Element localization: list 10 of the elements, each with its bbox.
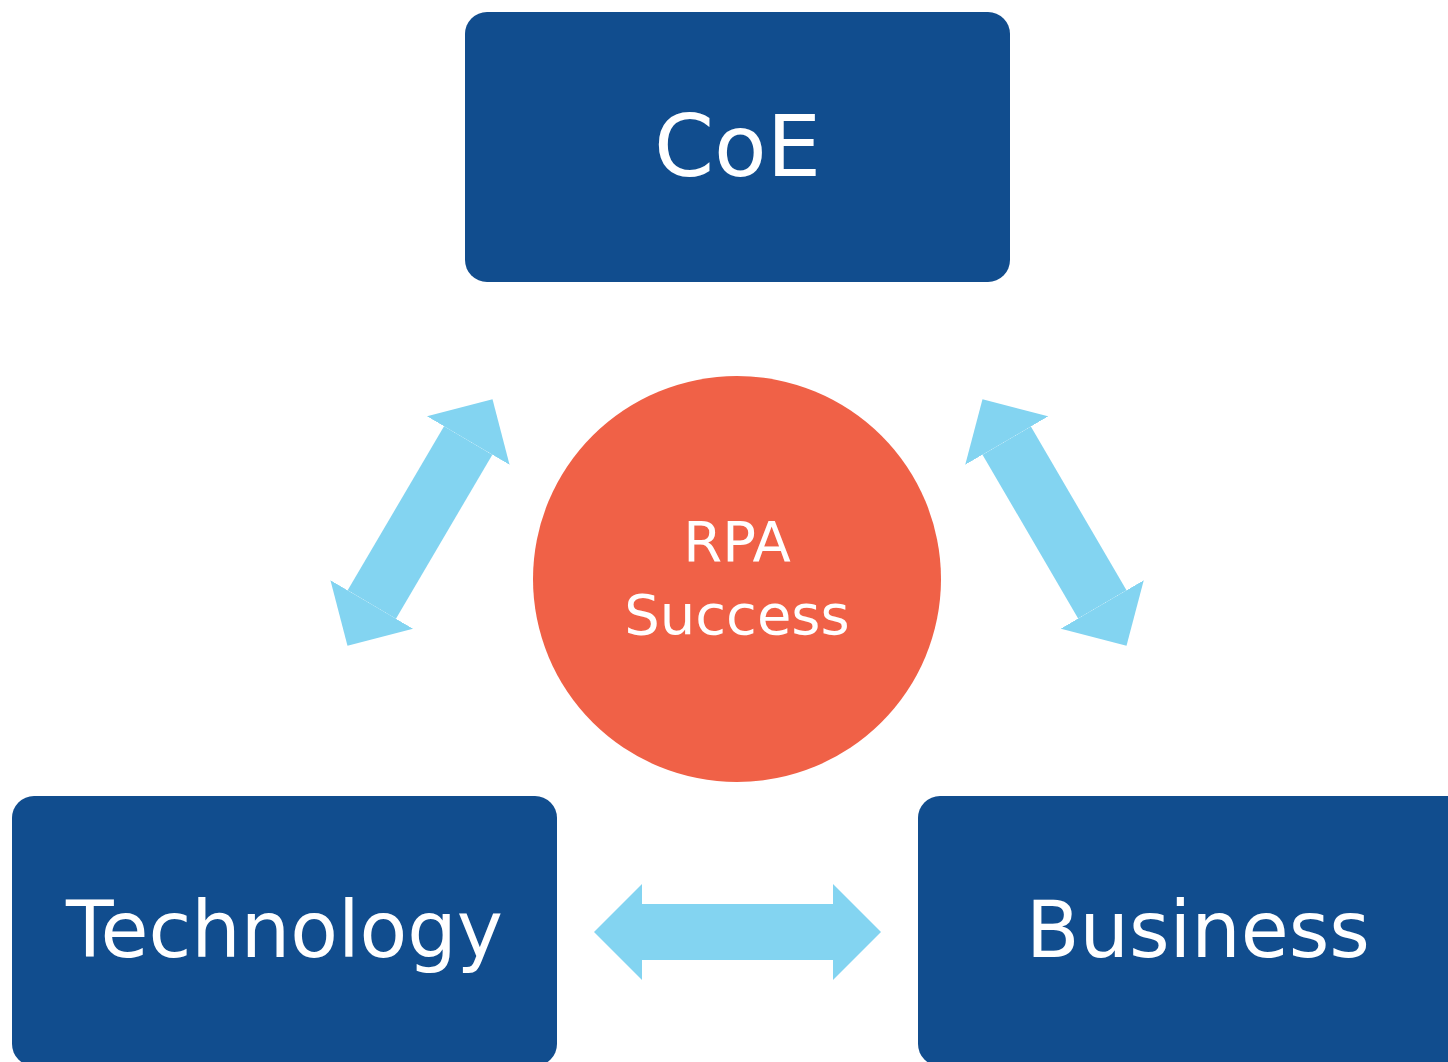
node-label: Technology xyxy=(64,884,504,978)
process-box xyxy=(465,12,1010,282)
double-arrow xyxy=(594,884,881,980)
node-label: CoE xyxy=(653,95,822,199)
double-arrow xyxy=(330,399,510,646)
node-label: RPA Success xyxy=(623,508,851,649)
node-label: Business xyxy=(1025,884,1371,978)
double-arrow xyxy=(965,399,1144,646)
process-box xyxy=(12,796,557,1062)
process-box xyxy=(918,796,1448,1062)
